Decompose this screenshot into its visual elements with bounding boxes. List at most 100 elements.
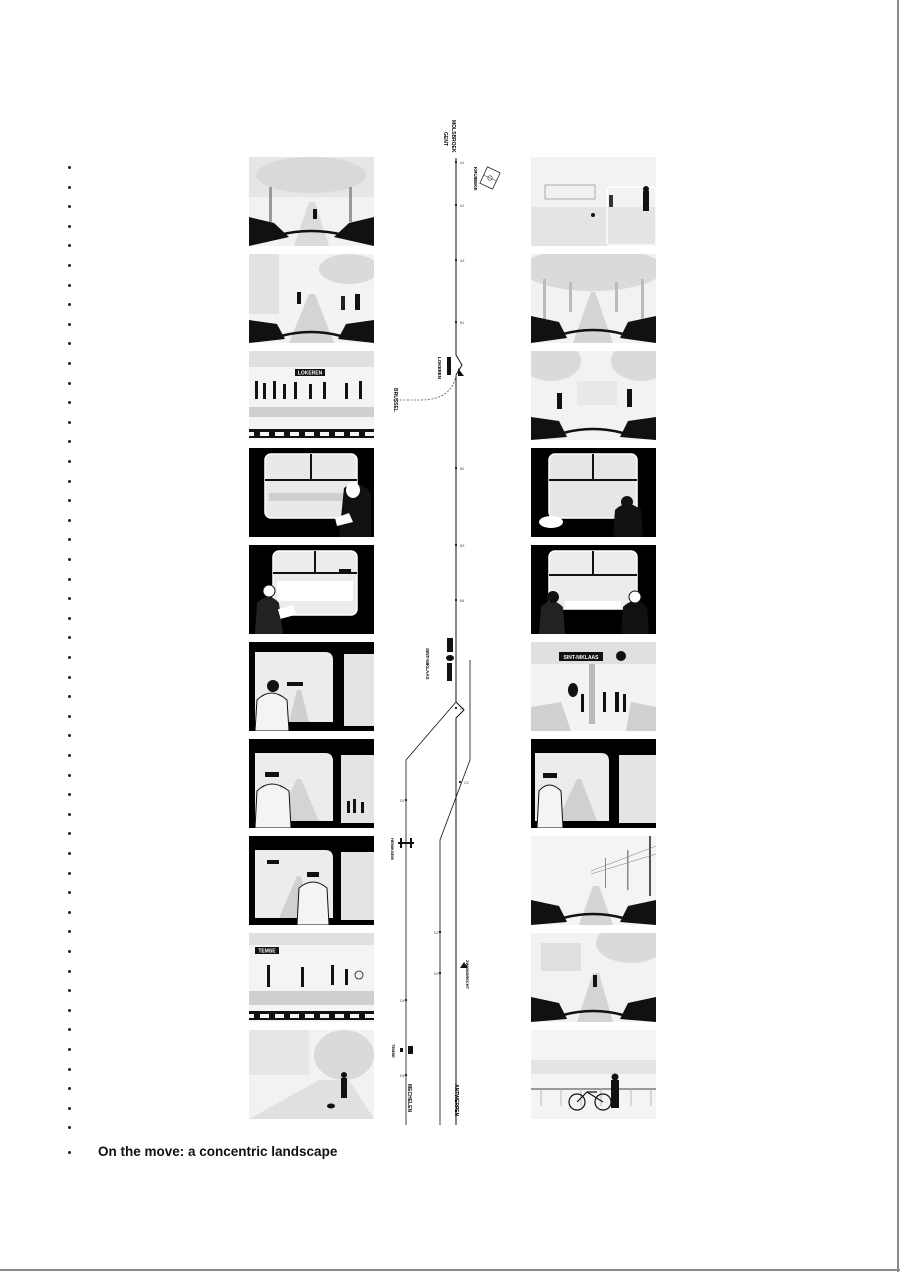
svg-text:B4: B4	[460, 599, 464, 603]
city-label-gent: GENT	[442, 132, 448, 146]
panel-left-8-cab-rails	[249, 836, 374, 925]
svg-text:A1: A1	[460, 161, 464, 165]
bullet-dot	[68, 1106, 71, 1110]
railway-line-mechelen	[405, 701, 457, 1125]
bullet-dot	[68, 381, 71, 385]
bullet-dot	[68, 224, 71, 228]
bullet-dot	[68, 1087, 71, 1091]
bullet-dot	[68, 303, 71, 307]
bullet-dot	[68, 950, 71, 953]
station-marker-lokeren	[447, 357, 451, 375]
panel-right-2-tree-tunnel	[531, 254, 656, 343]
railway-line-antwerpen	[439, 660, 471, 1125]
bullet-dot	[68, 538, 71, 542]
bullet-dot	[68, 440, 71, 444]
bullet-dot	[68, 695, 71, 699]
panel-right-8-catenary	[531, 836, 656, 925]
station-label-sint-niklaas: SINT-NIKLAAS	[425, 648, 430, 680]
railway-branch-brussel	[392, 374, 457, 401]
bullet-dot	[68, 283, 71, 287]
bullet-dot	[68, 754, 71, 757]
station-label-hemiksem: HEMIKSEM	[390, 838, 395, 860]
bullet-dot	[68, 656, 71, 659]
panel-right-3-square	[531, 351, 656, 440]
svg-text:D5: D5	[400, 1074, 405, 1078]
caption-bullet	[68, 1151, 71, 1154]
km-markers: A1 A2 A3 B1 B2 B3 B4 C1 C2 D1 D2 D3 D4 D…	[400, 160, 469, 1078]
panel-left-9-platform-temse: TEMSE	[249, 933, 374, 1022]
city-label-molsbroek: MOLSBROEK	[450, 120, 456, 153]
page-edge	[0, 1269, 900, 1271]
bullet-dot	[68, 969, 71, 973]
bullet-dot	[68, 1008, 71, 1012]
panel-right-10-bridge-cyclist	[531, 1030, 656, 1119]
station-label-lokeren: LOKEREN	[437, 357, 442, 380]
bullet-dot	[68, 1048, 71, 1051]
station-sign-lokeren: LOKEREN	[298, 371, 323, 377]
bullet-dot	[68, 401, 71, 405]
bullet-dot	[68, 616, 71, 620]
bullet-dot	[68, 597, 71, 601]
station-label-kruibeke: KRUIBEKE	[473, 167, 478, 191]
bullet-dot	[68, 499, 71, 503]
svg-text:D3: D3	[434, 972, 439, 976]
city-label-mechelen: MECHELEN	[406, 1084, 412, 1113]
svg-text:D1: D1	[400, 799, 405, 803]
page-edge	[897, 0, 899, 1272]
bullet-dot	[68, 1067, 71, 1071]
bullet-dot	[68, 479, 71, 483]
panel-left-1-cycling-path	[249, 157, 374, 246]
svg-text:B3: B3	[460, 544, 464, 548]
station-marker-hemiksem	[398, 842, 414, 844]
svg-text:C2: C2	[464, 781, 469, 785]
bullet-dot	[68, 558, 71, 561]
bullet-dot	[68, 342, 71, 346]
station-label-temse: TEMSE	[391, 1044, 396, 1058]
panel-left-6-cab-view	[249, 642, 374, 731]
figure-caption: On the move: a concentric landscape	[98, 1144, 338, 1159]
station-sign-sint-niklaas: SINT-NIKLAAS	[564, 655, 600, 661]
station-marker-temse	[408, 1046, 413, 1054]
bullet-dot	[68, 793, 71, 797]
panel-left-5-train-reader	[249, 545, 374, 634]
bullet-dot	[68, 832, 71, 836]
bullet-dot	[68, 362, 71, 365]
bullet-dot	[68, 734, 71, 738]
bullet-dot	[68, 460, 71, 463]
station-marker-zwijndrecht	[460, 962, 468, 968]
bullet-dot	[68, 244, 71, 248]
panel-left-2-cycling-street	[249, 254, 374, 343]
route-diagram: A1 A2 A3 B1 B2 B3 B4 C1 C2 D1 D2 D3 D4 D…	[392, 158, 501, 1125]
bullet-dot	[68, 714, 71, 718]
panel-right-1-football	[531, 157, 656, 246]
station-label-zwijndrecht: ZWIJNDRECHT	[465, 960, 470, 990]
panel-right-7-cab-rails	[531, 739, 656, 828]
bullet-dot	[68, 1028, 71, 1032]
svg-text:D4: D4	[400, 999, 405, 1003]
bullet-dot	[68, 205, 71, 209]
city-label-brussel: BRUSSEL	[392, 388, 398, 412]
panel-right-5-train-couple	[531, 545, 656, 634]
bullet-dot	[68, 930, 71, 934]
railway-main-line	[455, 158, 465, 1125]
station-sign-temse: TEMSE	[258, 949, 276, 955]
bullet-dot	[68, 675, 71, 679]
svg-text:B1: B1	[460, 321, 464, 325]
bullet-dot	[68, 910, 71, 914]
panel-left-4-train-window	[249, 448, 374, 537]
panel-left-10-park-walker	[249, 1030, 374, 1119]
svg-text:D2: D2	[434, 931, 439, 935]
bullet-dot	[68, 636, 71, 640]
bullet-dot	[68, 264, 71, 267]
football-field-icon	[479, 166, 501, 190]
svg-text:A2: A2	[460, 204, 464, 208]
bullet-dot	[68, 518, 71, 522]
panel-right-9-riverside	[531, 933, 656, 1022]
bullet-dot	[68, 322, 71, 326]
bullet-dot	[68, 891, 71, 895]
station-marker-sint-niklaas	[447, 638, 453, 652]
bullet-dot	[68, 577, 71, 581]
bullet-dot	[68, 989, 71, 993]
bullet-dot	[68, 773, 71, 777]
panel-right-4-train-woman	[531, 448, 656, 537]
